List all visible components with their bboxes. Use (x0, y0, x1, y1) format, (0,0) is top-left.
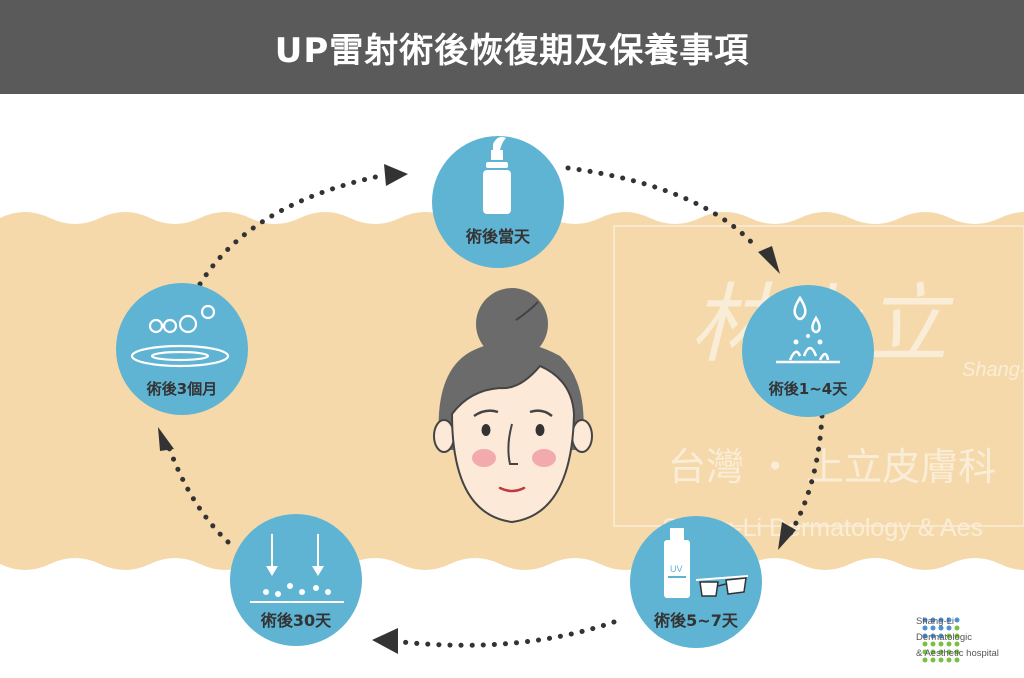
stage-month3: 術後3個月 (116, 283, 248, 415)
stage-circle (230, 514, 362, 646)
left-eye (481, 424, 491, 436)
arrow-path-4 (163, 436, 231, 545)
downward-arrows-dots-icon (250, 534, 344, 603)
watermark-frame (613, 225, 1024, 527)
logo-line-1: Shang-Li (916, 616, 955, 627)
face-illustration (433, 288, 593, 524)
recovery-cycle-diagram: 林上立 Shang-Li 台灣 ・ 上立皮膚科 Shang-Li Dermato… (0, 136, 1024, 654)
hospital-logo-mark (921, 614, 965, 670)
arrow-head-3 (372, 628, 398, 654)
arrow-head-5 (384, 164, 408, 186)
mouth (498, 486, 526, 493)
arrow-path-2 (787, 413, 825, 537)
stage-label: 術後30天 (260, 611, 332, 630)
hospital-logo-text: Shang-Li Dermatologic & Aesthetic hospit… (916, 614, 999, 662)
stage-label: 術後1~4天 (768, 380, 848, 398)
stage-day5-7: UV 術後5~7天 (630, 516, 762, 648)
page-title: UP雷射術後恢復期及保養事項 (274, 30, 750, 71)
cycle-arrows (163, 165, 825, 648)
arrow-path-5 (197, 173, 383, 287)
watermark-cn: 台灣 ・ 上立皮膚科 (668, 445, 996, 489)
logo-dots (921, 614, 965, 670)
stage-label: 術後當天 (465, 227, 531, 246)
left-cheek (472, 449, 496, 467)
stage-day30: 術後30天 (230, 514, 362, 646)
arrow-head-4 (158, 427, 174, 451)
sunscreen-sunglasses-icon: UV (664, 528, 749, 598)
stage-day1-4: 術後1~4天 (742, 285, 874, 417)
face (450, 364, 576, 524)
right-ear (571, 419, 593, 453)
arrow-head-2 (778, 522, 796, 550)
lotion-bottle-icon (483, 136, 511, 214)
stage-circle (630, 516, 762, 648)
watermark-script: Shang-Li (962, 359, 1024, 381)
arrow-path-1 (565, 165, 758, 249)
water-drops-icon (776, 295, 840, 364)
stage-circle (742, 285, 874, 417)
arrow-path-3 (399, 619, 617, 648)
left-ear (433, 419, 455, 453)
stage-circle (116, 283, 248, 415)
stage-label: 術後5~7天 (653, 611, 739, 630)
hair-bun (476, 288, 548, 360)
uv-label: UV (670, 564, 683, 574)
arrow-head-1 (758, 246, 780, 274)
stage-label: 術後3個月 (146, 380, 217, 398)
logo-line-2: Dermatologic (916, 632, 972, 643)
arrow-heads (158, 164, 796, 654)
nose (507, 423, 518, 465)
bubbles-ring-icon (130, 304, 230, 368)
logo-line-3: & Aesthetic hospital (916, 648, 999, 659)
stage-day0: 術後當天 (432, 136, 564, 268)
right-cheek (532, 449, 556, 467)
header-bar: UP雷射術後恢復期及保養事項 (0, 0, 1024, 94)
right-eye (535, 424, 545, 436)
